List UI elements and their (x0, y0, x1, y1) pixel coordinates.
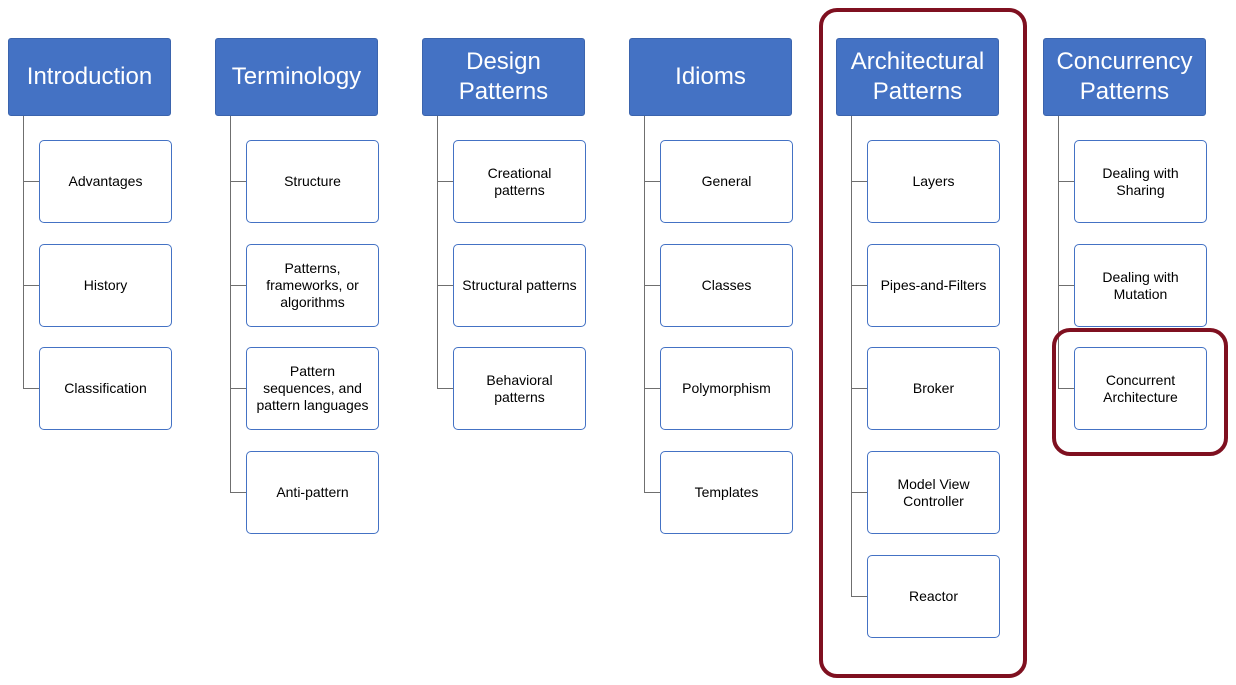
column-header-label: Architectural Patterns (850, 48, 985, 105)
connector-line-concurrency-patterns (1058, 116, 1059, 388)
item-history: History (39, 244, 172, 327)
connector-branch (1058, 181, 1074, 182)
item-concurrent-architecture: Concurrent Architecture (1074, 347, 1207, 430)
item-dealing-with-sharing: Dealing with Sharing (1074, 140, 1207, 223)
item-label: Anti-pattern (276, 484, 349, 500)
item-label: General (701, 173, 752, 189)
item-label: Advantages (68, 173, 143, 189)
column-header-idioms: Idioms (629, 38, 792, 116)
column-header-terminology: Terminology (215, 38, 378, 116)
connector-branch (851, 181, 867, 182)
item-label: Dealing with Sharing (1102, 164, 1179, 198)
item-label: Classification (64, 380, 147, 396)
connector-branch (851, 492, 867, 493)
item-behavioral-patterns: Behavioral patterns (453, 347, 586, 430)
item-dealing-with-mutation: Dealing with Mutation (1074, 244, 1207, 327)
connector-branch (1058, 285, 1074, 286)
item-classification: Classification (39, 347, 172, 430)
item-polymorphism: Polymorphism (660, 347, 793, 430)
connector-line-introduction (23, 116, 24, 388)
connector-branch (851, 596, 867, 597)
item-classes: Classes (660, 244, 793, 327)
highlight-architectural-patterns (819, 8, 1027, 678)
item-label: Templates (694, 484, 759, 500)
item-label: Concurrent Architecture (1103, 371, 1178, 405)
item-label: Structural patterns (462, 277, 577, 293)
item-label: Structure (284, 173, 341, 189)
connector-branch (437, 285, 453, 286)
item-patterns-frameworks-or-algorithms: Patterns, frameworks, or algorithms (246, 244, 379, 327)
item-label: Model View Controller (897, 475, 970, 509)
item-label: Classes (701, 277, 752, 293)
item-pipes-and-filters: Pipes-and-Filters (867, 244, 1000, 327)
connector-branch (644, 285, 660, 286)
connector-line-design-patterns (437, 116, 438, 388)
item-label: Behavioral patterns (486, 371, 553, 405)
item-label: Patterns, frameworks, or algorithms (266, 260, 359, 310)
item-label: Creational patterns (487, 164, 552, 198)
item-structural-patterns: Structural patterns (453, 244, 586, 327)
connector-line-terminology (230, 116, 231, 492)
connector-branch (23, 285, 39, 286)
item-advantages: Advantages (39, 140, 172, 223)
column-header-label: Design Patterns (458, 48, 549, 105)
item-model-view-controller: Model View Controller (867, 451, 1000, 534)
column-header-introduction: Introduction (8, 38, 171, 116)
connector-line-idioms (644, 116, 645, 492)
connector-branch (644, 492, 660, 493)
connector-branch (23, 388, 39, 389)
connector-branch (437, 181, 453, 182)
column-header-label: Terminology (231, 63, 362, 90)
item-creational-patterns: Creational patterns (453, 140, 586, 223)
connector-branch (230, 181, 246, 182)
item-label: Polymorphism (682, 380, 771, 396)
connector-branch (23, 181, 39, 182)
item-broker: Broker (867, 347, 1000, 430)
connector-branch (644, 181, 660, 182)
item-pattern-sequences-and-pattern-languages: Pattern sequences, and pattern languages (246, 347, 379, 430)
connector-branch (230, 492, 246, 493)
connector-branch (644, 388, 660, 389)
column-header-concurrency-patterns: Concurrency Patterns (1043, 38, 1206, 116)
item-label: Broker (912, 380, 955, 396)
item-structure: Structure (246, 140, 379, 223)
item-reactor: Reactor (867, 555, 1000, 638)
item-label: Pipes-and-Filters (880, 277, 987, 293)
column-header-design-patterns: Design Patterns (422, 38, 585, 116)
connector-branch (851, 285, 867, 286)
connector-branch (1058, 388, 1074, 389)
item-label: Layers (912, 173, 955, 189)
item-label: History (83, 277, 128, 293)
connector-branch (230, 388, 246, 389)
connector-line-architectural-patterns (851, 116, 852, 596)
item-templates: Templates (660, 451, 793, 534)
connector-branch (851, 388, 867, 389)
column-header-label: Introduction (26, 63, 153, 90)
item-label: Dealing with Mutation (1102, 268, 1179, 302)
column-header-architectural-patterns: Architectural Patterns (836, 38, 999, 116)
item-label: Reactor (908, 588, 959, 604)
item-general: General (660, 140, 793, 223)
item-label: Pattern sequences, and pattern languages (256, 363, 369, 413)
connector-branch (230, 285, 246, 286)
column-header-label: Concurrency Patterns (1056, 48, 1193, 105)
column-header-label: Idioms (675, 63, 746, 90)
item-layers: Layers (867, 140, 1000, 223)
highlight-concurrent-architecture (1052, 328, 1228, 456)
connector-branch (437, 388, 453, 389)
item-anti-pattern: Anti-pattern (246, 451, 379, 534)
